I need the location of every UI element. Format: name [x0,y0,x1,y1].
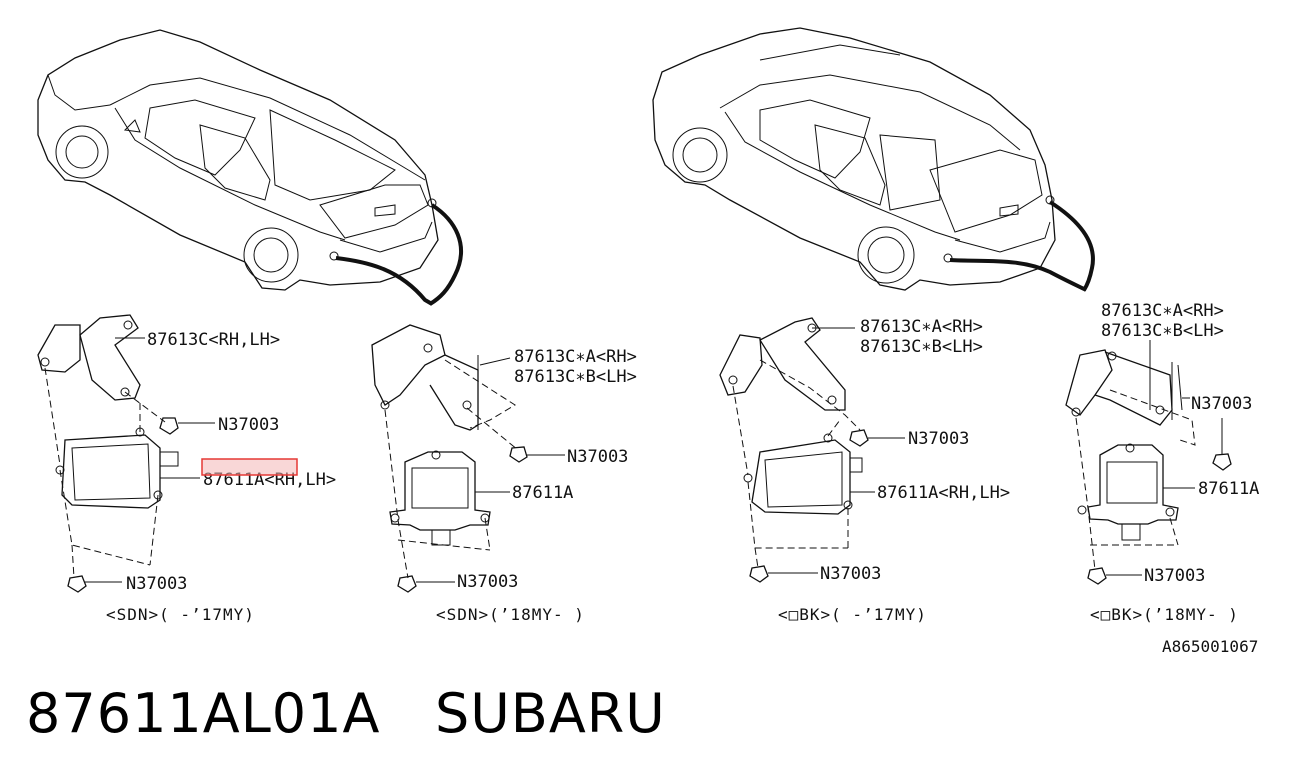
callout-87613c-b-lh[interactable]: 87613C∗B<LH> [860,337,983,357]
group-obk-18my [1065,340,1232,585]
callout-n37003[interactable]: N37003 [1144,566,1205,586]
brand-name: SUBARU [434,682,666,745]
caption-obk-17my: <□BK>( -’17MY) [778,605,927,624]
illustration-reference: A865001067 [1162,637,1258,656]
callout-n37003[interactable]: N37003 [567,447,628,467]
callout-87613c-a-rh[interactable]: 87613C∗A<RH> [514,347,637,367]
caption-sdn-17my: <SDN>( -’17MY) [106,605,255,624]
caption-sdn-18my: <SDN>(’18MY- ) [436,605,585,624]
sedan-car-illustration [37,29,463,306]
callout-87613c-b-lh[interactable]: 87613C∗B<LH> [1101,321,1224,341]
callout-n37003[interactable]: N37003 [126,574,187,594]
outback-car-illustration [652,27,1095,292]
parts-diagram: 87613C<RH,LH> N37003 87611A<RH,LH> N3700… [37,27,1259,656]
callout-n37003[interactable]: N37003 [1191,394,1252,414]
highlight-box [201,458,298,476]
group-obk-17my [719,317,905,583]
callout-n37003[interactable]: N37003 [457,572,518,592]
callout-87613c-rh-lh[interactable]: 87613C<RH,LH> [147,330,280,350]
group-sdn-18my [371,324,565,593]
part-number: 87611AL01A [26,682,381,745]
callout-n37003[interactable]: N37003 [820,564,881,584]
callout-n37003[interactable]: N37003 [908,429,969,449]
caption-obk-18my: <□BK>(’18MY- ) [1090,605,1239,624]
callout-87611a[interactable]: 87611A [512,483,573,503]
callout-87611a-rh-lh[interactable]: 87611A<RH,LH> [877,483,1010,503]
callout-87613c-a-rh[interactable]: 87613C∗A<RH> [860,317,983,337]
group-sdn-17my [37,314,215,593]
callout-87613c-a-rh[interactable]: 87613C∗A<RH> [1101,301,1224,321]
callout-n37003[interactable]: N37003 [218,415,279,435]
callout-87611a[interactable]: 87611A [1198,479,1259,499]
callout-87613c-b-lh[interactable]: 87613C∗B<LH> [514,367,637,387]
part-title: 87611AL01A SUBARU [26,682,666,745]
